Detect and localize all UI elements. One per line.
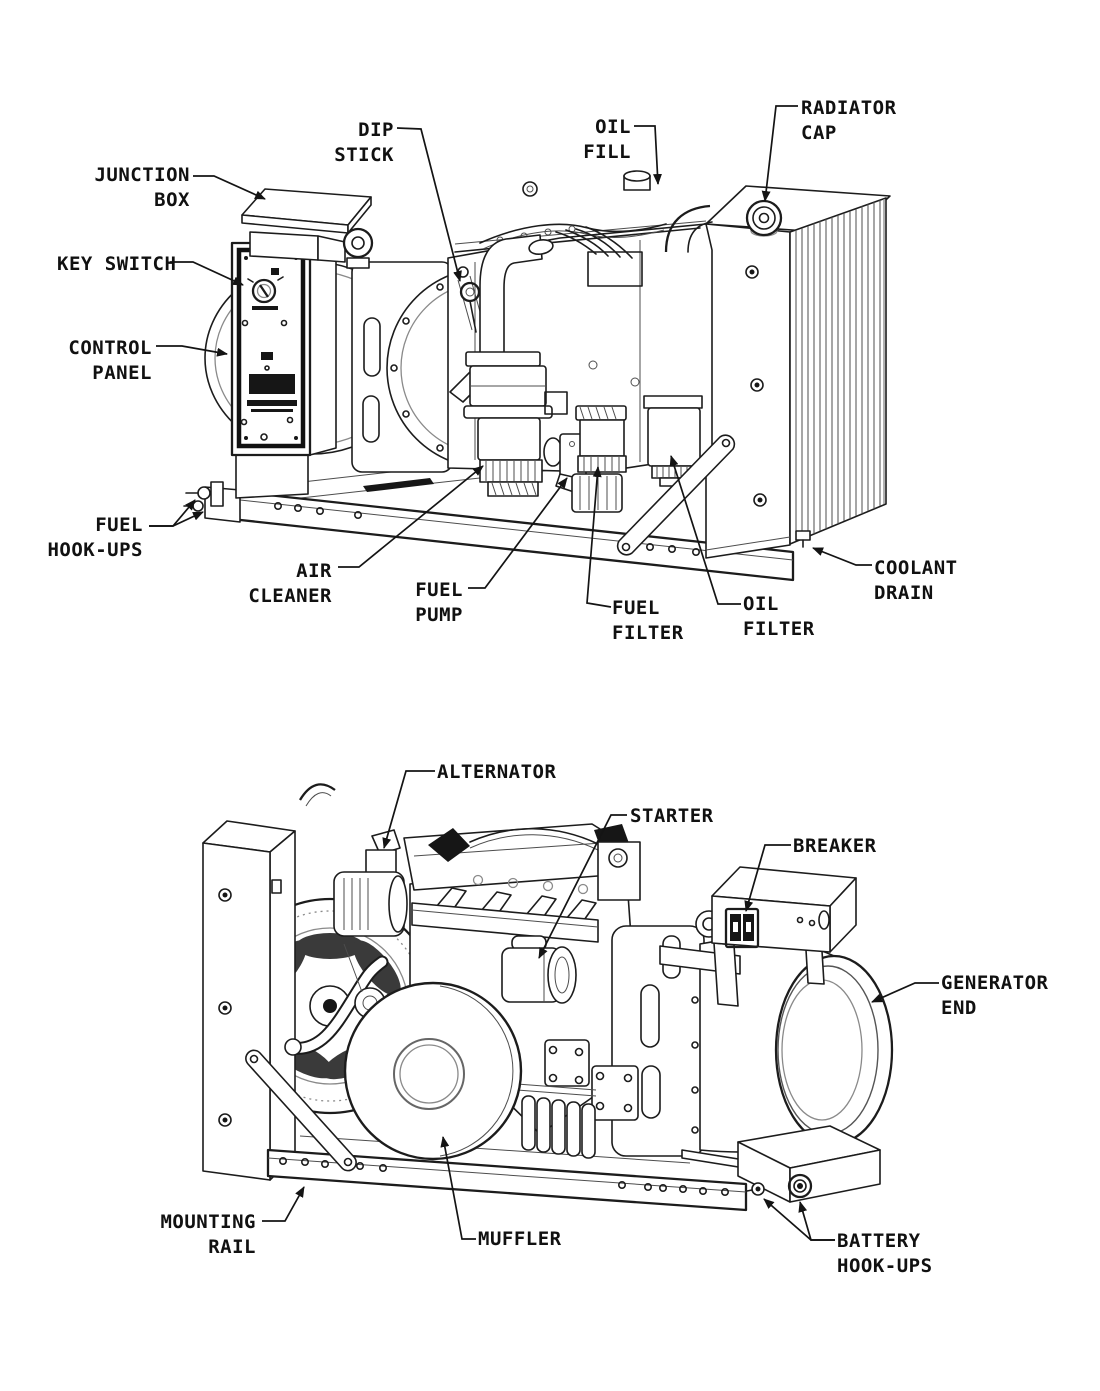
figure-rear-view — [202, 783, 894, 1212]
leader-oil-filter — [669, 455, 741, 605]
leader-fuel-filter — [586, 466, 612, 608]
mounting-rail-part — [266, 1135, 748, 1212]
leader-mounting-rail — [262, 1186, 305, 1222]
label-generator-end: GENERATOR END — [941, 972, 1049, 1019]
label-radiator-cap: RADIATOR CAP — [801, 97, 897, 144]
coolant-hose — [284, 955, 389, 1056]
leader-oil-fill — [634, 125, 662, 185]
control-panel-tower — [230, 241, 337, 499]
breaker-switch — [724, 907, 760, 949]
label-breaker: BREAKER — [793, 835, 877, 857]
label-coolant-drain: COOLANT DRAIN — [874, 557, 958, 604]
support-brace-rear — [245, 1049, 357, 1172]
bolt-plates — [544, 1039, 639, 1121]
leader-muffler — [440, 1136, 476, 1240]
breaker-box — [659, 866, 857, 1007]
exhaust-flex — [516, 1083, 597, 1159]
label-oil-filter: OIL FILTER — [743, 593, 815, 640]
leader-starter — [538, 814, 627, 959]
leader-radiator-cap — [761, 105, 798, 202]
leader-air-cleaner — [338, 465, 484, 568]
label-oil-fill: OIL FILL — [583, 116, 631, 163]
label-fuel-hookups: FUEL HOOK-UPS — [47, 514, 143, 561]
leader-breaker — [744, 844, 791, 912]
leader-key-switch — [170, 261, 244, 286]
leader-alternator — [382, 770, 435, 849]
leader-battery-hookups-1 — [763, 1198, 835, 1241]
radiator — [705, 185, 891, 559]
brand-logo — [247, 374, 297, 412]
label-junction-box: JUNCTION BOX — [94, 164, 190, 211]
junction-box-part — [241, 188, 372, 263]
label-muffler: MUFFLER — [478, 1228, 562, 1250]
battery-hookup-terminals — [746, 1173, 813, 1199]
label-mounting-rail: MOUNTING RAIL — [160, 1211, 256, 1258]
air-cleaner-part — [449, 234, 568, 497]
label-fuel-filter: FUEL FILTER — [612, 597, 684, 644]
label-fuel-pump: FUEL PUMP — [415, 579, 463, 626]
dip-stick-part — [459, 281, 481, 333]
leader-fuel-hookups-1 — [149, 499, 196, 527]
radiator-cap-part — [745, 199, 783, 237]
label-key-switch: KEY SWITCH — [57, 253, 177, 275]
label-control-panel: CONTROL PANEL — [68, 337, 152, 384]
figure-front-view — [183, 170, 891, 582]
label-air-cleaner: AIR CLEANER — [248, 560, 332, 607]
leader-battery-hookups-2 — [798, 1201, 835, 1241]
alternator-part — [333, 829, 408, 937]
label-starter: STARTER — [630, 805, 714, 827]
leader-control-panel — [156, 345, 228, 357]
leader-lines — [149, 105, 939, 1241]
leader-coolant-drain — [812, 547, 872, 566]
leader-fuel-hookups-2 — [149, 511, 204, 527]
lifting-eye — [342, 227, 374, 269]
support-brace — [616, 434, 736, 556]
muffler-part — [343, 981, 523, 1161]
skid-end-block — [681, 1125, 881, 1203]
leader-dip-stick — [396, 127, 462, 282]
label-dip-stick: DIP STICK — [334, 119, 394, 166]
leader-fuel-pump — [468, 477, 568, 589]
leader-junction-box — [193, 175, 266, 200]
coolant-drain-plug — [795, 530, 811, 548]
key-switch-part — [247, 268, 284, 304]
fuel-filter-part — [571, 405, 627, 513]
leader-generator-end — [871, 982, 939, 1003]
label-alternator: ALTERNATOR — [437, 761, 557, 783]
oil-fill-cap — [623, 170, 651, 191]
fuel-hookup-fittings — [183, 481, 224, 512]
starter-part — [501, 935, 577, 1004]
label-battery-hookups: BATTERY HOOK-UPS — [837, 1230, 933, 1277]
